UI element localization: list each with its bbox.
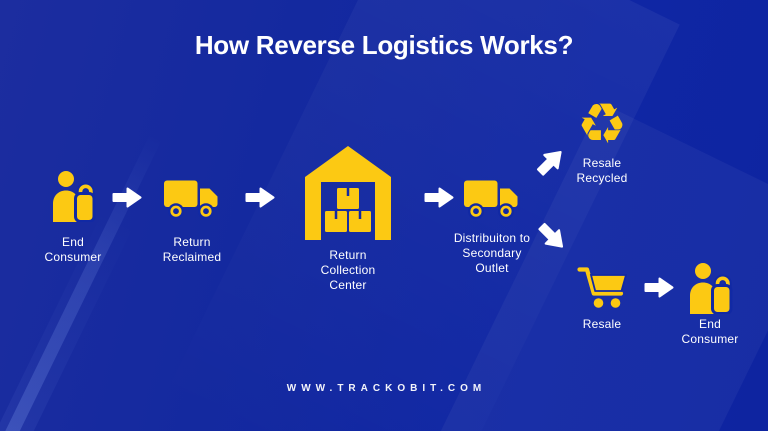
- node-return-collection-center: Return Collection Center: [288, 142, 408, 293]
- shopping-cart-icon: [577, 267, 627, 308]
- label-line: Collection: [320, 263, 376, 277]
- label-line: Resale: [582, 156, 622, 170]
- flow-arrow-down-right-icon: [531, 217, 572, 258]
- node-label: End Consumer: [682, 317, 739, 347]
- label-line: Return: [329, 248, 367, 262]
- node-label: Return Collection Center: [321, 248, 376, 293]
- node-label: Distribuiton to Secondary Outlet: [454, 231, 530, 276]
- person-with-bag-icon: [690, 263, 733, 314]
- label-line: End: [62, 235, 84, 249]
- label-line: Return: [173, 235, 211, 249]
- node-label: Resale: [583, 317, 622, 332]
- flow-arrow-right-icon: [245, 187, 275, 208]
- label-line: Recycled: [576, 171, 628, 185]
- node-resale: Resale: [542, 263, 662, 332]
- label-line: End: [699, 317, 721, 331]
- node-label: End Consumer: [45, 235, 102, 265]
- flow-arrow-right-icon: [644, 277, 674, 298]
- recycle-icon: ♻: [576, 92, 628, 157]
- node-label: Resale Recycled: [577, 156, 628, 186]
- label-line: Resale: [582, 317, 622, 331]
- warehouse-boxes-icon: [305, 146, 391, 240]
- label-line: Distribuiton to: [453, 231, 531, 245]
- label-line: Center: [329, 278, 367, 292]
- node-end-consumer-end: End Consumer: [650, 262, 768, 347]
- delivery-truck-icon: [464, 180, 518, 220]
- website-url: WWW.TRACKOBIT.COM: [286, 383, 487, 394]
- node-end-consumer-start: End Consumer: [13, 170, 133, 265]
- node-distribution-secondary-outlet: Distribuiton to Secondary Outlet: [432, 177, 552, 276]
- label-line: Consumer: [681, 332, 739, 346]
- label-line: Consumer: [44, 250, 102, 264]
- page-title: How Reverse Logistics Works?: [194, 30, 574, 60]
- node-label: Return Reclaimed: [163, 235, 222, 265]
- person-with-bag-icon: [53, 171, 96, 222]
- label-line: Reclaimed: [162, 250, 222, 264]
- label-line: Secondary: [462, 246, 522, 260]
- flow-arrow-right-icon: [112, 187, 142, 208]
- label-line: Outlet: [475, 261, 509, 275]
- flow-arrow-right-icon: [424, 187, 454, 208]
- node-return-reclaimed: Return Reclaimed: [132, 177, 252, 265]
- node-resale-recycled: ♻ Resale Recycled: [542, 92, 662, 186]
- delivery-truck-icon: [164, 180, 218, 220]
- flow-arrow-up-right-icon: [531, 141, 572, 182]
